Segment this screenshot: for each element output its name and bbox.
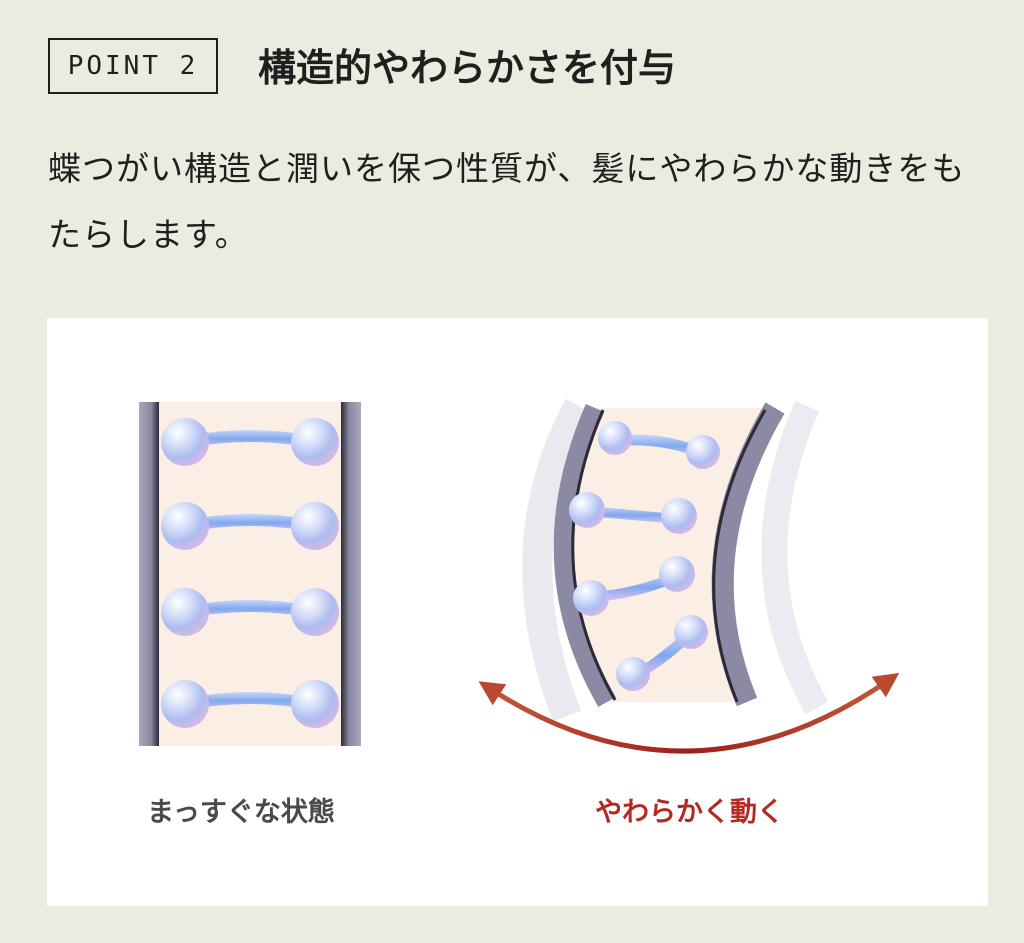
straight-caption: まっすぐな状態 xyxy=(147,797,335,828)
bent-wall-left xyxy=(553,403,616,707)
straight-molecule-4 xyxy=(161,680,339,728)
bent-molecule-3 xyxy=(573,556,695,616)
straight-structure xyxy=(139,402,361,746)
straight-molecule-3 xyxy=(161,588,339,636)
bent-caption: やわらかく動く xyxy=(595,797,784,828)
straight-wall-right xyxy=(341,402,361,746)
bent-wall-right xyxy=(711,402,785,707)
bent-structure xyxy=(478,398,900,754)
bent-molecule-1 xyxy=(598,421,720,469)
bend-motion-arrow xyxy=(478,672,900,754)
diagram-panel: まっすぐな状態 やわらかく動く xyxy=(47,318,988,906)
bent-molecule-2 xyxy=(569,492,697,534)
diagram-illustration xyxy=(139,398,900,754)
section-title: 構造的やわらかさを付与 xyxy=(258,46,677,90)
straight-molecule-2 xyxy=(161,502,339,550)
description-text: 蝶つがい構造と潤いを保つ性質が、髪にやわらかな動きをもたらします。 xyxy=(48,149,966,254)
straight-molecule-1 xyxy=(161,418,339,466)
point-badge: POINT 2 xyxy=(48,38,218,94)
straight-wall-left xyxy=(139,402,159,746)
